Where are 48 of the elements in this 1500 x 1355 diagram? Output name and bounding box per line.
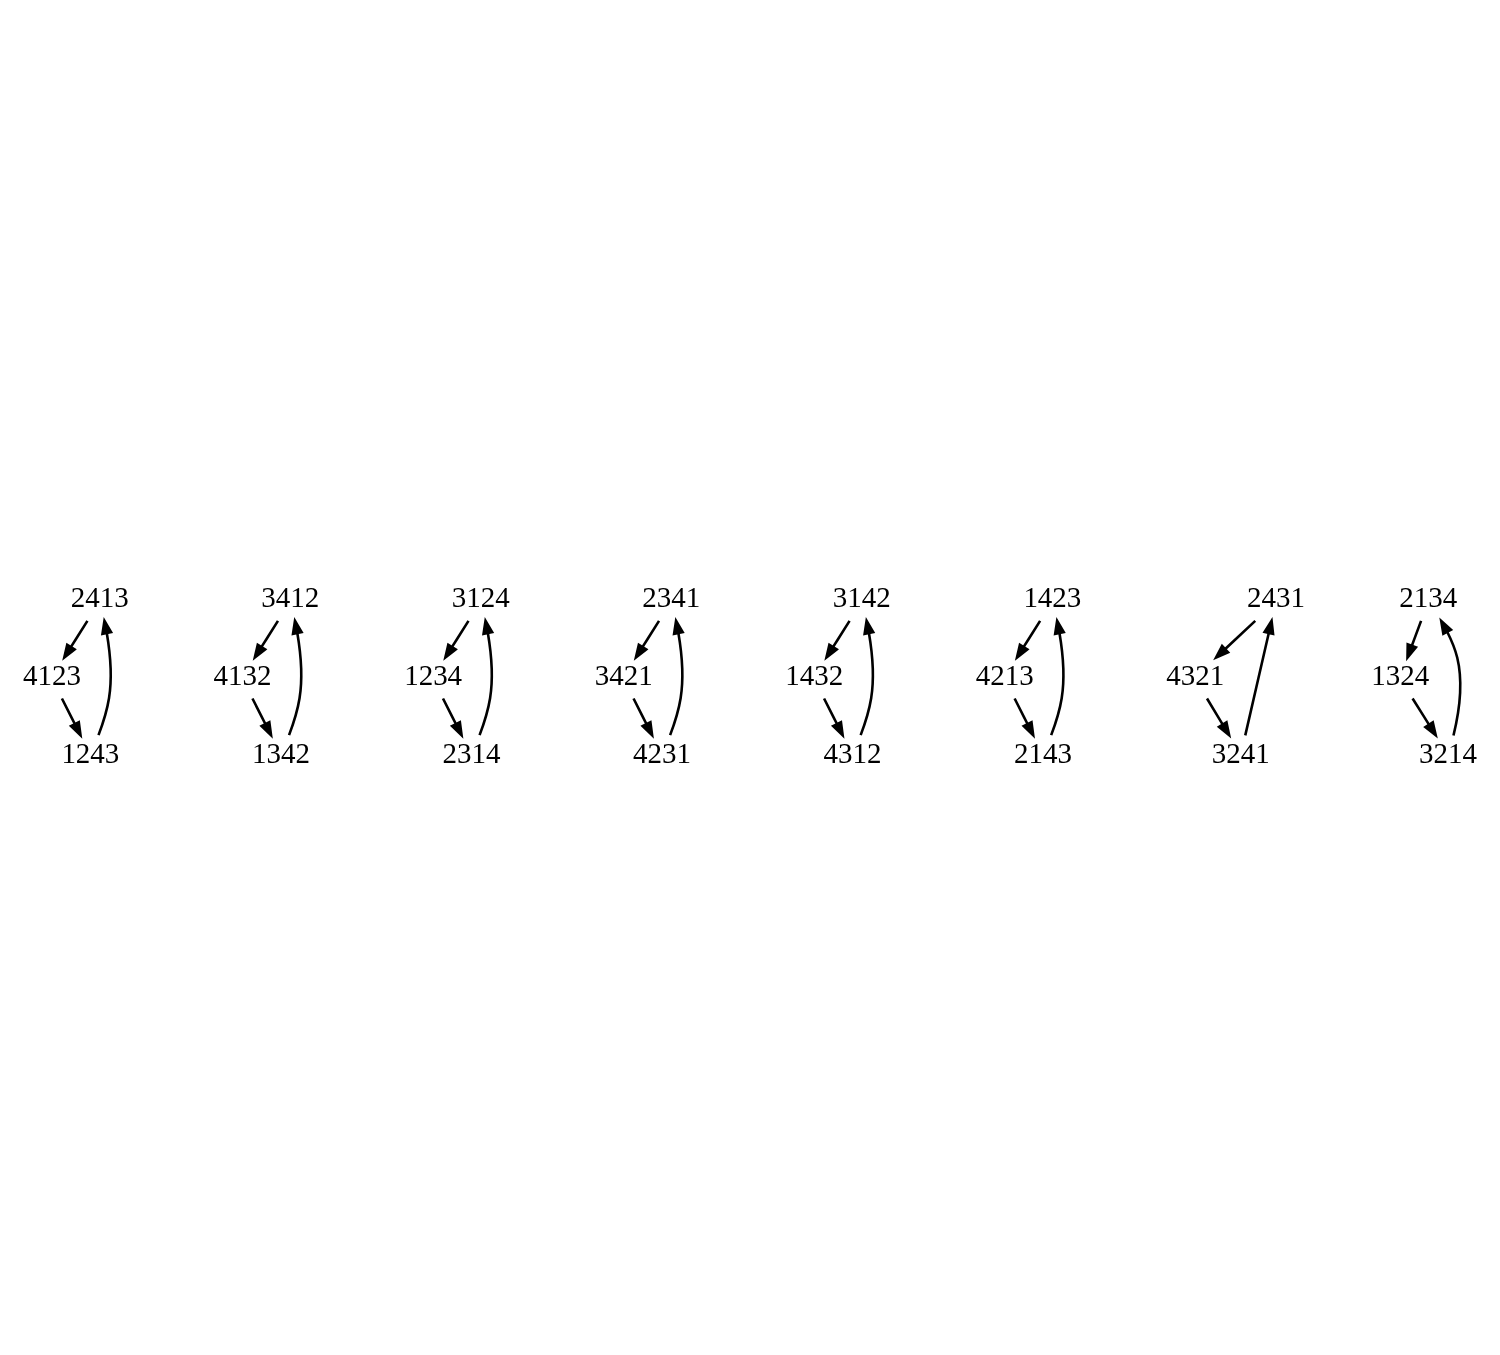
node-text: 2431 bbox=[1247, 580, 1306, 613]
node-text: 4132 bbox=[213, 658, 272, 691]
arrow bbox=[859, 616, 876, 736]
node-text: 4123 bbox=[23, 658, 82, 691]
arrow bbox=[1213, 619, 1257, 660]
node-text: 2134 bbox=[1399, 580, 1458, 613]
node-text: 3241 bbox=[1211, 736, 1270, 769]
arrow bbox=[633, 619, 661, 661]
arrow bbox=[1014, 619, 1042, 661]
node-text: 4312 bbox=[823, 736, 882, 769]
arrow bbox=[1411, 697, 1438, 739]
arrow bbox=[97, 616, 114, 736]
node-text: 1423 bbox=[1023, 580, 1082, 613]
node-text: 1324 bbox=[1371, 658, 1430, 691]
arrow bbox=[287, 616, 304, 736]
node-text: 3214 bbox=[1418, 736, 1477, 769]
arrow bbox=[478, 616, 495, 736]
arrow bbox=[1439, 616, 1462, 736]
arrow bbox=[60, 697, 83, 739]
arrow bbox=[1244, 616, 1275, 736]
node-text: 3142 bbox=[832, 580, 891, 613]
arrow bbox=[1406, 619, 1423, 661]
arrow bbox=[251, 697, 273, 739]
arrow bbox=[1050, 616, 1066, 736]
node-text: 2341 bbox=[642, 580, 701, 613]
node-text: 1342 bbox=[251, 736, 310, 769]
arrow bbox=[252, 619, 280, 661]
arrow bbox=[441, 697, 464, 739]
node-text: 3421 bbox=[594, 658, 653, 691]
arrow bbox=[668, 616, 685, 736]
arrow bbox=[822, 697, 845, 739]
node-text: 4213 bbox=[975, 658, 1034, 691]
arrow bbox=[62, 619, 89, 661]
node-text: 3412 bbox=[261, 580, 320, 613]
node-text: 1432 bbox=[785, 658, 844, 691]
arrow bbox=[824, 619, 851, 661]
arrow bbox=[632, 697, 654, 739]
node-text: 1243 bbox=[61, 736, 120, 769]
arrow bbox=[443, 619, 470, 661]
node-text: 1234 bbox=[404, 658, 463, 691]
node-text: 4321 bbox=[1166, 658, 1225, 691]
arrow bbox=[1205, 697, 1232, 739]
arrow bbox=[1013, 697, 1035, 739]
node-text: 3124 bbox=[451, 580, 510, 613]
node-text: 4231 bbox=[633, 736, 691, 769]
node-text: 2413 bbox=[70, 580, 129, 613]
node-text: 2314 bbox=[442, 736, 501, 769]
node-text: 2143 bbox=[1014, 736, 1073, 769]
